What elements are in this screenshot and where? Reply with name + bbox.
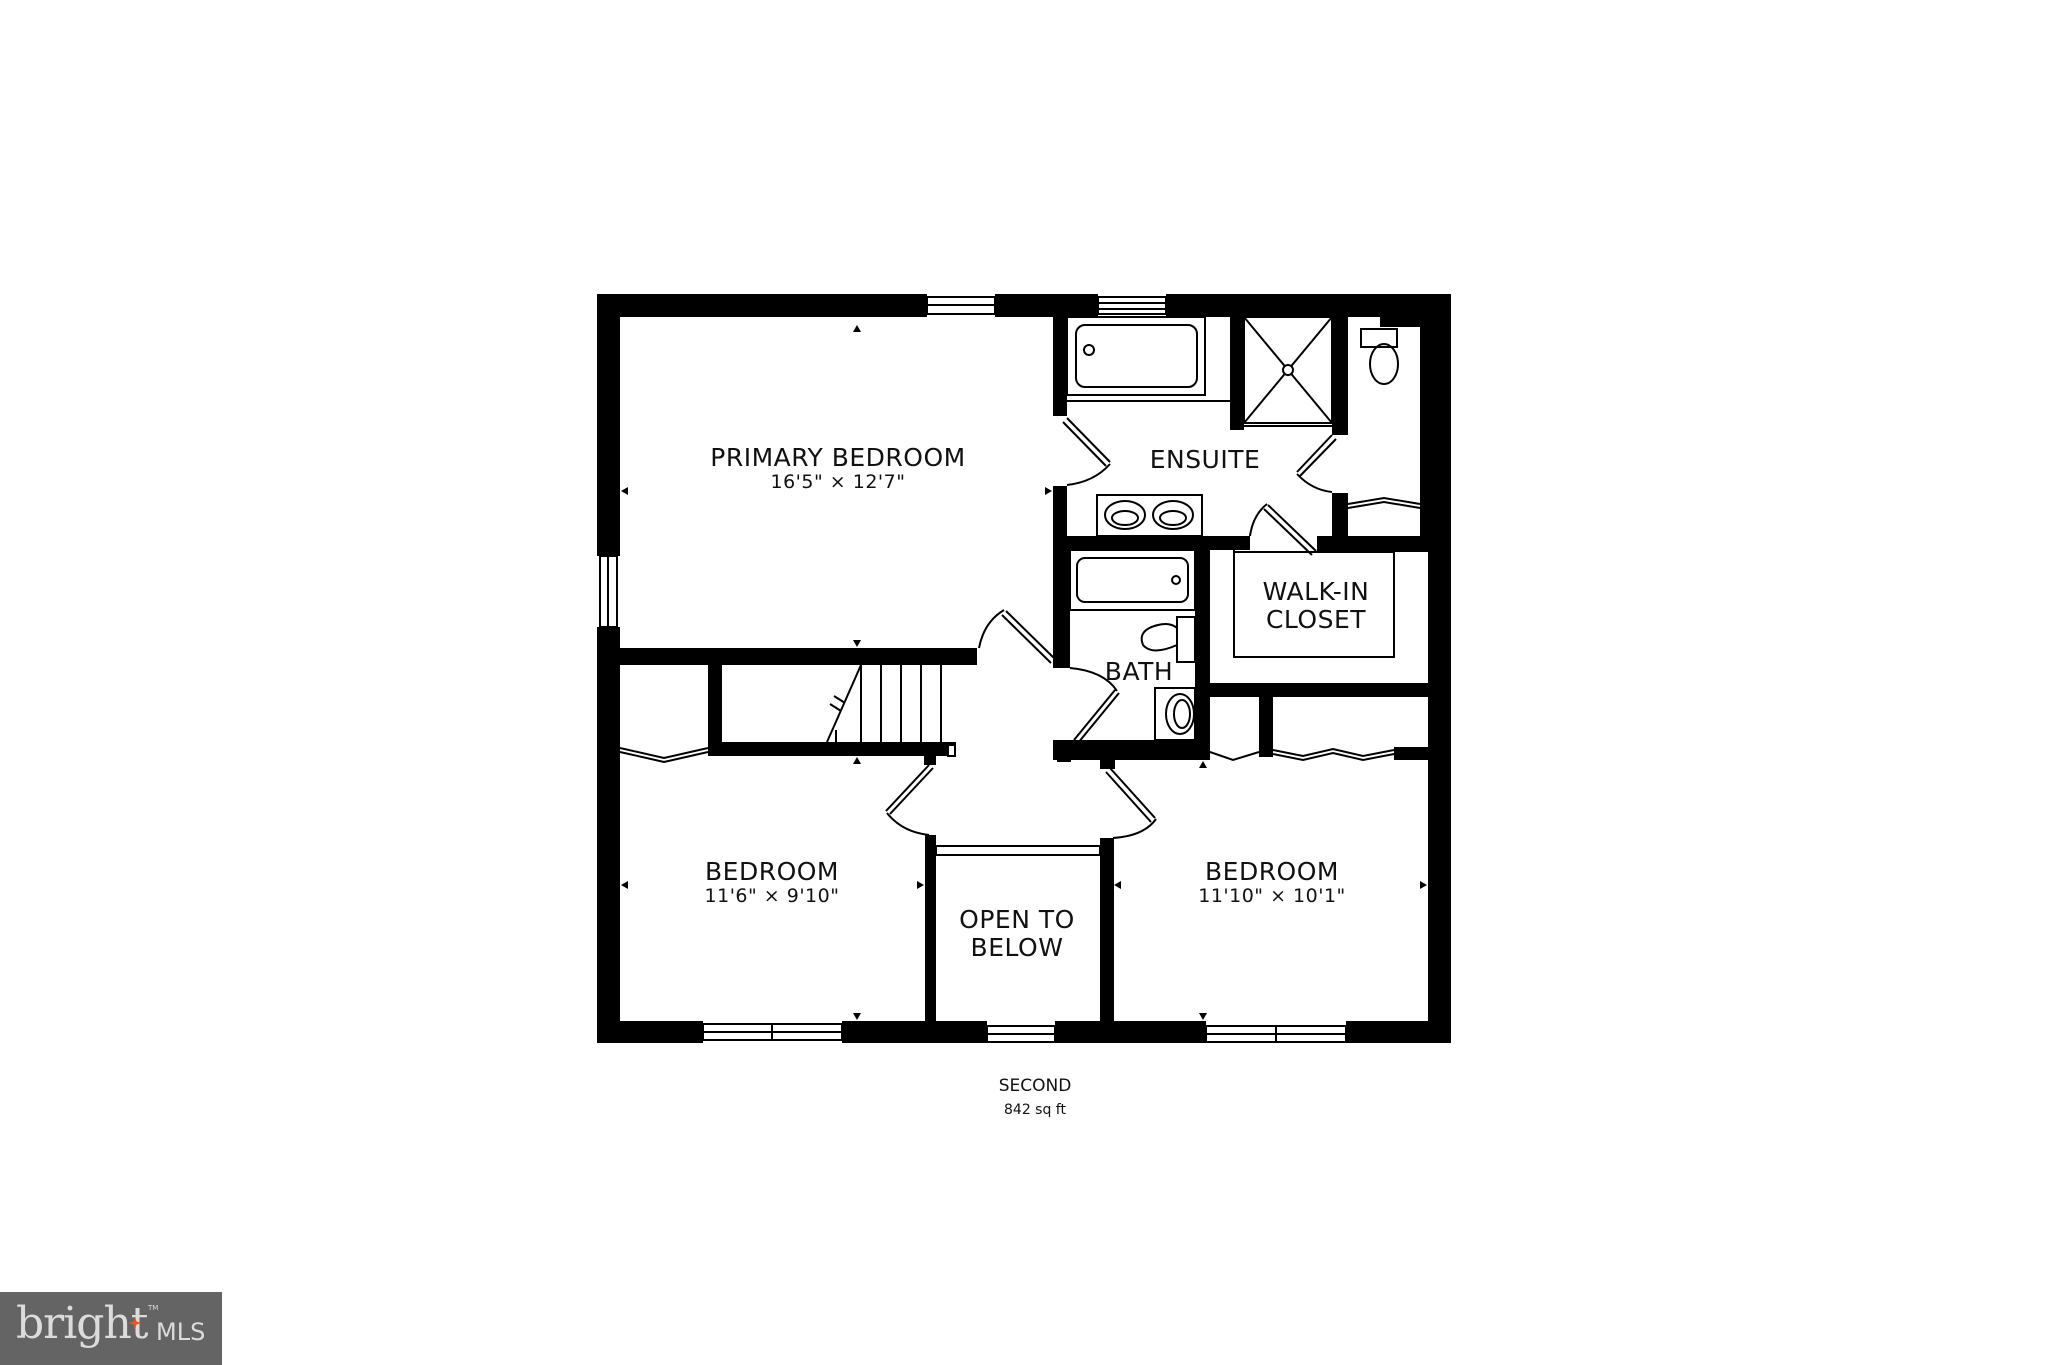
floor-area: 842 sq ft [1004,1102,1066,1118]
room-dimensions: 11'6" × 9'10" [704,885,840,907]
bath-right-wall [1195,550,1210,760]
open-below-right-wall [1100,838,1114,1034]
room-open-to-below: OPEN TO BELOW [959,906,1075,962]
outer-wall-top-mid [995,294,1098,317]
windows [599,296,1347,1043]
ensuite-toilet-tank [1360,328,1398,348]
room-ensuite: ENSUITE [1150,446,1261,474]
ensuite-vanity [1096,494,1203,537]
outer-wall-left-upper [597,294,620,556]
room-name: BEDROOM [705,857,839,886]
dimension-markers [621,325,1427,1020]
outer-wall-top-right [1166,294,1451,317]
room-bath: BATH [1105,658,1173,686]
room-name-line1: WALK-IN [1262,577,1370,606]
ensuite-toilet-bowl [1369,343,1399,385]
room-walk-in-closet: WALK-IN CLOSET [1263,578,1370,634]
walls [597,294,1451,1043]
bright-mls-logo: bright TM MLS [0,1292,222,1365]
window-top-ensuite [1097,296,1167,315]
room-name: BATH [1104,657,1174,686]
floor-name: SECOND [998,1076,1072,1096]
room-name-line2: BELOW [970,933,1064,962]
ensuite-left-wall-upper [1053,317,1067,416]
outer-wall-bottom-4 [1346,1021,1451,1043]
room-name-line1: OPEN TO [959,905,1075,934]
room-name: PRIMARY BEDROOM [710,443,966,472]
closet-bottom-wall [1210,683,1428,697]
stair-bottom-wall [708,742,956,756]
ensuite-bottom-wall [1053,536,1250,550]
room-dimensions: 11'10" × 10'1" [1198,885,1346,907]
room-name-line2: CLOSET [1265,605,1367,634]
bath-toilet-tank [1176,616,1196,663]
logo-trademark: TM [148,1304,159,1312]
walk-in-closet-shelf [1233,551,1395,658]
ensuite-bathtub [1066,316,1206,396]
logo-star-icon [128,1316,142,1330]
room-dimensions: 16'5" × 12'7" [770,471,906,493]
outer-wall-top-left [597,294,927,317]
logo-suffix-text: MLS [156,1318,206,1346]
room-bedroom-left: BEDROOM 11'6" × 9'10" [705,858,840,907]
shower-left-wall [1230,317,1244,430]
outer-wall-left-lower [597,627,620,1043]
bath-bottom-wall [1053,740,1210,760]
open-below-left-wall [925,835,936,1035]
room-primary-bedroom: PRIMARY BEDROOM 16'5" × 12'7" [710,444,965,493]
shower [1243,316,1333,424]
fixtures [1066,316,1399,741]
stairs [826,664,956,757]
bath-left-wall [1053,550,1070,668]
linen-divider [1259,697,1273,757]
logo-brand-text: bright [16,1298,148,1349]
doors [619,417,1421,839]
room-name: ENSUITE [1149,445,1261,474]
room-bedroom-right: BEDROOM 11'10" × 10'1" [1198,858,1346,907]
bath-bathtub [1069,549,1196,611]
shower-right-wall [1332,317,1348,435]
outer-wall-bottom-1 [597,1021,703,1043]
primary-bottom-wall [620,648,977,665]
room-name: BEDROOM [1204,857,1339,886]
hall-closet-divider [708,665,722,755]
open-below-railing [935,845,1101,856]
